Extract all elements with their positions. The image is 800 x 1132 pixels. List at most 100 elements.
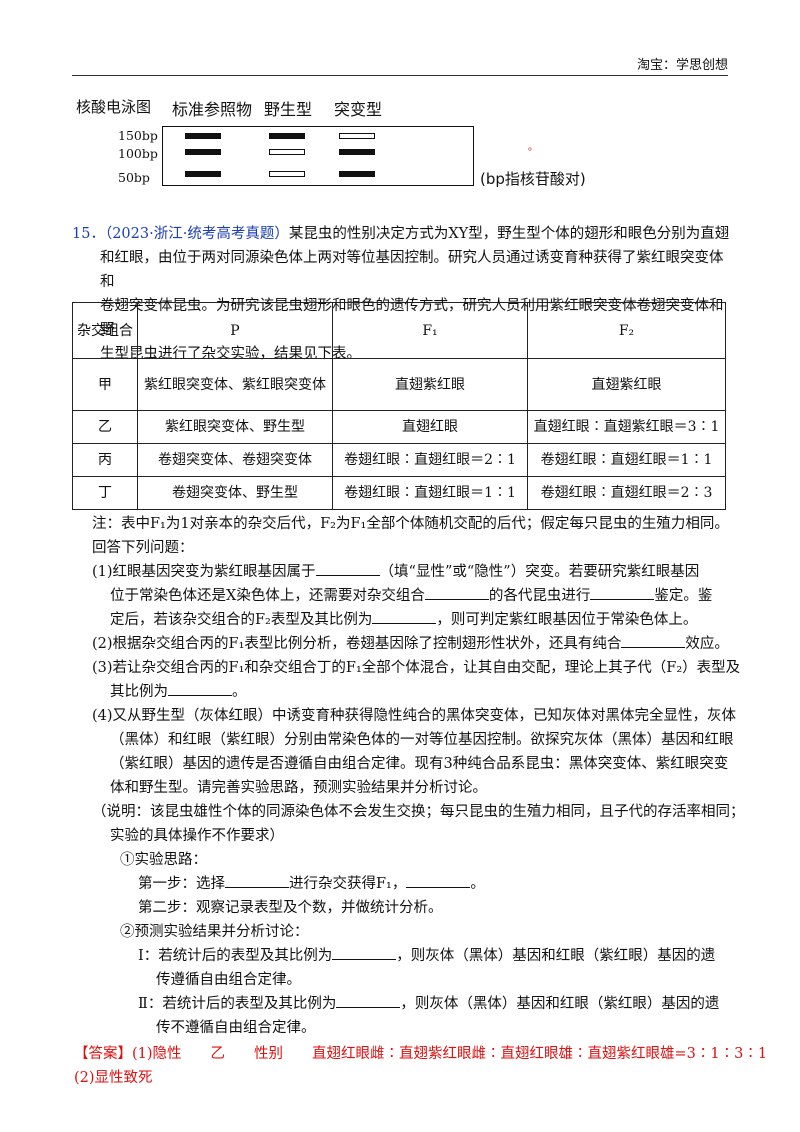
table-cell: 直翅紫红眼 (527, 358, 726, 411)
table-cell: 紫红眼突变体、野生型 (137, 410, 333, 444)
gel-band (339, 133, 375, 139)
prediction-heading: ②预测实验结果并分析讨论： (120, 924, 309, 940)
question-intro-2: 和红眼，由位于两对同源染色体上两对等位基因控制。研究人员通过诱变育种获得了紫红眼… (100, 250, 724, 290)
q1-line-3: 定后，若该杂交组合的F₂表型及其比例为 ，则可判定紫红眼基因位于常染色体上。 (110, 608, 697, 632)
gel-dot: 。 (528, 142, 538, 153)
gel-figure: 核酸电泳图 标准参照物 野生型 突变型 150bp 100bp 50bp (bp… (72, 92, 586, 192)
table-cell: 卷翅红眼∶直翅红眼＝2∶3 (527, 476, 726, 510)
answer-blank[interactable] (332, 945, 397, 960)
q3-line-1: (3)若让杂交组合丙的F₁和杂交组合丁的F₁全部个体混合，让其自由交配，理论上其… (92, 660, 741, 676)
gel-band (185, 171, 221, 177)
q3-line-2: 其比例为 。 (110, 680, 247, 704)
step-text: 第一步：选择 (138, 876, 225, 892)
explanation-line-2: 实验的具体操作不作要求） (110, 828, 284, 844)
header-text: 淘宝：学思创想 (636, 58, 728, 73)
gel-band (185, 133, 221, 139)
answer-blank[interactable] (225, 873, 289, 888)
answer-prompt: 回答下列问题： (92, 540, 194, 556)
question-number: 15． (72, 226, 105, 242)
answer-blank[interactable] (590, 585, 655, 600)
table-header: F₂ (527, 302, 726, 359)
table-header-row: 杂交组合 P F₁ F₂ (72, 302, 726, 359)
question-intro-1: 某昆虫的性别决定方式为XY型，野生型个体的翅形和眼色分别为直翅 (288, 226, 730, 242)
q1-text: 的各代昆虫进行 (488, 588, 591, 604)
prediction-1: Ⅰ：若统计后的表型及其比例为 ，则灰体（黑体）基因和红眼（紫红眼）基因的遗 (138, 944, 715, 968)
gel-band (339, 149, 375, 155)
table-header: P (137, 302, 333, 359)
table-row: 丙 卷翅突变体、卷翅突变体 卷翅红眼∶直翅红眼＝2∶1 卷翅红眼∶直翅红眼＝1∶… (72, 443, 726, 477)
answer-blank[interactable] (315, 561, 380, 576)
prediction-text: ，则灰体（黑体）基因和红眼（紫红眼）基因的遗 (400, 996, 720, 1012)
table-cell: 直翅紫红眼 (332, 358, 528, 411)
table-row: 甲 紫红眼突变体、紫红眼突变体 直翅紫红眼 直翅紫红眼 (72, 358, 726, 411)
prediction-text: Ⅱ：若统计后的表型及其比例为 (138, 996, 337, 1012)
gel-marker-50: 50bp (118, 170, 150, 185)
table-cell: 卷翅红眼∶直翅红眼＝2∶1 (332, 443, 528, 477)
answer-line-2: (2)显性致死 (74, 1070, 153, 1086)
experiment-step-1: 第一步：选择 进行杂交获得F₁， 。 (138, 872, 485, 896)
gel-lane-label-standard: 标准参照物 (172, 100, 253, 119)
table-cell: 卷翅红眼∶直翅红眼＝1∶1 (527, 443, 726, 477)
q1-text: 鉴定。鉴 (654, 588, 713, 604)
prediction-text: ，则灰体（黑体）基因和红眼（紫红眼）基因的遗 (396, 948, 716, 964)
prediction-2-cont: 传不遵循自由组合定律。 (156, 1020, 316, 1036)
gel-band (269, 149, 305, 155)
answer-blank[interactable] (372, 609, 437, 624)
prediction-2: Ⅱ：若统计后的表型及其比例为 ，则灰体（黑体）基因和红眼（紫红眼）基因的遗 (138, 992, 719, 1016)
gel-band (269, 133, 305, 139)
table-cell: 丁 (72, 476, 138, 510)
table-cell: 丙 (72, 443, 138, 477)
table-cell: 卷翅突变体、野生型 (137, 476, 333, 510)
table-cell: 卷翅突变体、卷翅突变体 (137, 443, 333, 477)
gel-title: 核酸电泳图 (76, 98, 152, 116)
explanation-line-1: （说明：该昆虫雄性个体的同源染色体不会发生交换；每只昆虫的生殖力相同，且子代的存… (92, 804, 745, 820)
answer-blank[interactable] (424, 585, 489, 600)
step-text: 。 (470, 876, 485, 892)
q1-text: 位于常染色体还是X染色体上，还需要对杂交组合 (110, 588, 425, 604)
answer-blank[interactable] (336, 993, 401, 1008)
gel-band (185, 149, 221, 155)
step-text: 进行杂交获得F₁， (289, 876, 407, 892)
q2-text: (2)根据杂交组合丙的F₁表型比例分析，卷翅基因除了控制翅形性状外，还具有纯合 (92, 636, 622, 652)
q2-line: (2)根据杂交组合丙的F₁表型比例分析，卷翅基因除了控制翅形性状外，还具有纯合 效… (92, 632, 729, 656)
cross-table: 杂交组合 P F₁ F₂ 甲 紫红眼突变体、紫红眼突变体 直翅紫红眼 直翅紫红眼… (72, 302, 726, 510)
table-row: 丁 卷翅突变体、野生型 卷翅红眼∶直翅红眼＝1∶1 卷翅红眼∶直翅红眼＝2∶3 (72, 476, 726, 510)
gel-band (269, 171, 305, 177)
q4-line-4: 体和野生型。请完善实验思路，预测实验结果并分析讨论。 (110, 780, 487, 796)
experiment-step-2: 第二步：观察记录表型及个数，并做统计分析。 (138, 900, 443, 916)
gel-marker-100: 100bp (118, 146, 158, 161)
q1-line-1: (1)红眼基因突变为紫红眼基因属于 （填“显性”或“隐性”）突变。若要研究紫红眼基… (92, 560, 699, 584)
gel-lane-label-mutant: 突变型 (334, 100, 383, 119)
q1-text: 定后，若该杂交组合的F₂表型及其比例为 (110, 612, 373, 628)
table-header: F₁ (332, 302, 528, 359)
q4-line-1: (4)又从野生型（灰体红眼）中诱变育种获得隐性纯合的黑体突变体，已知灰体对黑体完… (92, 708, 737, 724)
q3-text: 。 (232, 684, 247, 700)
q1-text: (1)红眼基因突变为紫红眼基因属于 (92, 564, 316, 580)
table-cell: 甲 (72, 358, 138, 411)
prediction-1-cont: 传遵循自由组合定律。 (156, 972, 301, 988)
q4-line-3: （紫红眼）基因的遗传是否遵循自由组合定律。现有3种纯合品系昆虫：黑体突变体、紫红… (110, 756, 729, 772)
gel-band (339, 171, 375, 177)
gel-lane-label-wild: 野生型 (264, 100, 313, 119)
gel-box (162, 126, 474, 186)
answer-blank[interactable] (406, 873, 471, 888)
gel-note: (bp指核苷酸对) (480, 170, 586, 188)
q1-text: ，则可判定紫红眼基因位于常染色体上。 (436, 612, 698, 628)
q1-text: （填“显性”或“隐性”）突变。若要研究紫红眼基因 (379, 564, 700, 580)
question-source: （2023·浙江·统考高考真题） (104, 226, 289, 242)
experiment-heading: ①实验思路： (120, 852, 207, 868)
table-cell: 紫红眼突变体、紫红眼突变体 (137, 358, 333, 411)
q1-line-2: 位于常染色体还是X染色体上，还需要对杂交组合 的各代昆虫进行 鉴定。鉴 (110, 584, 712, 608)
table-cell: 直翅红眼 (332, 410, 528, 444)
table-cell: 乙 (72, 410, 138, 444)
q2-text: 效应。 (685, 636, 729, 652)
answer-blank[interactable] (621, 633, 686, 648)
table-cell: 直翅红眼∶直翅紫红眼＝3∶1 (527, 410, 726, 444)
answer-blank[interactable] (168, 681, 232, 696)
q3-text: 其比例为 (110, 684, 168, 700)
q4-line-2: （黑体）和红眼（紫红眼）分别由常染色体的一对等位基因控制。欲探究灰体（黑体）基因… (110, 732, 734, 748)
answer-line-1: 【答案】(1)隐性 乙 性别 直翅红眼雌∶直翅紫红眼雌∶直翅红眼雄∶直翅紫红眼雄… (74, 1046, 768, 1062)
table-cell: 卷翅红眼∶直翅红眼＝1∶1 (332, 476, 528, 510)
prediction-text: Ⅰ：若统计后的表型及其比例为 (138, 948, 333, 964)
header-rule (72, 75, 728, 76)
